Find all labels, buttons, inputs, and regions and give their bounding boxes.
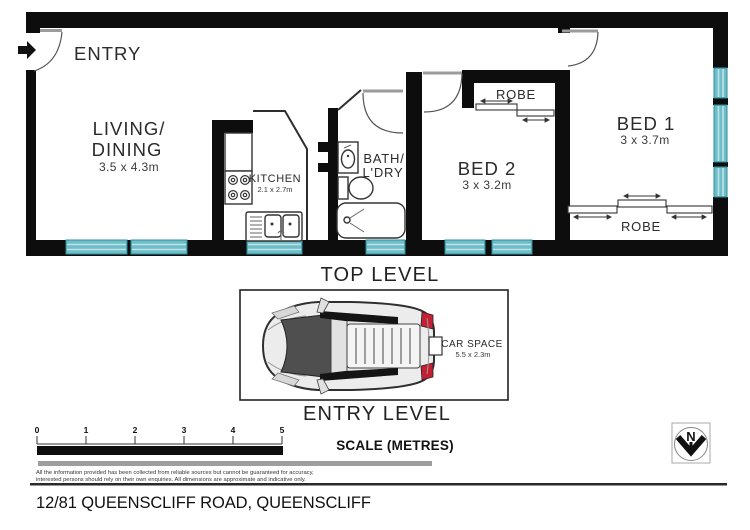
license-plate xyxy=(428,336,443,356)
north-arrow-chevron-icon xyxy=(675,435,707,457)
north-letter: N xyxy=(686,429,695,444)
walls xyxy=(26,12,728,256)
vanity-basin xyxy=(337,141,359,174)
bath-door xyxy=(362,89,404,134)
bath-label-line1: BATH/ xyxy=(363,151,404,166)
window-bottom-5 xyxy=(444,239,486,255)
bed2-robe-sliders xyxy=(475,98,555,123)
living-dims: 3.5 x 4.3m xyxy=(99,160,159,174)
window-right-2 xyxy=(713,104,728,163)
address: 12/81 QUEENSCLIFF ROAD, QUEENSCLIFF xyxy=(36,494,371,512)
windows xyxy=(65,67,728,255)
car-roof xyxy=(330,315,348,377)
disclaimer-line2: interested persons should rely on their … xyxy=(36,477,306,483)
car-top-view xyxy=(261,297,443,395)
window-bottom-2 xyxy=(130,239,188,255)
entry-level-label: ENTRY LEVEL xyxy=(303,403,451,425)
window-right-3 xyxy=(713,166,728,198)
bed1-robe-sliders xyxy=(567,193,713,220)
bed2-label: BED 2 xyxy=(458,158,516,179)
bath-label-line2: L'DRY xyxy=(363,165,404,180)
scale-tick-4: 4 xyxy=(231,425,236,435)
headlight-left xyxy=(271,305,300,320)
mirror-top xyxy=(316,297,330,314)
side-intake-top xyxy=(320,311,398,324)
headlight-right xyxy=(271,372,300,387)
north-compass: N xyxy=(671,422,711,464)
bed2-dims: 3 x 3.2m xyxy=(462,178,511,192)
kitchen-boundary xyxy=(253,89,362,240)
entry-arrow-icon xyxy=(18,41,36,59)
scale-tick-3: 3 xyxy=(182,425,187,435)
disclaimer-line1: All the information provided has been co… xyxy=(36,470,314,476)
kitchen-label: KITCHEN xyxy=(249,173,301,185)
bath-fixtures xyxy=(336,141,406,239)
scale-units-label: SCALE (METRES) xyxy=(336,438,454,453)
compass-circle xyxy=(674,427,708,461)
scale-tick-5: 5 xyxy=(280,425,285,435)
toilet xyxy=(337,176,374,200)
top-level-plan: ENTRY LIVING/ DINING 3.5 x 4.3m KITCHEN … xyxy=(18,12,728,286)
car-space-label: CAR SPACE xyxy=(441,339,503,350)
window-bottom-3 xyxy=(246,239,303,255)
doors xyxy=(33,29,599,134)
car-windshield xyxy=(280,313,334,379)
fridge xyxy=(224,132,253,172)
footer-gray-bar xyxy=(38,461,432,466)
bed2-door xyxy=(423,71,463,113)
window-bottom-1 xyxy=(65,239,128,255)
living-label-line1: LIVING/ xyxy=(93,118,166,139)
window-bottom-6 xyxy=(491,239,533,255)
side-intake-bottom xyxy=(320,368,398,381)
bed1-label: BED 1 xyxy=(617,113,675,134)
engine-slats xyxy=(355,328,411,364)
bed1-dims: 3 x 3.7m xyxy=(620,133,669,147)
bath-chamfer-wall xyxy=(337,89,362,111)
car-space-dims: 5.5 x 2.3m xyxy=(455,350,490,359)
bathtub xyxy=(336,202,406,239)
bed1-door xyxy=(562,29,599,67)
bed1-robe-label: ROBE xyxy=(621,219,661,234)
footer-rule xyxy=(30,483,727,486)
scale-tick-0: 0 xyxy=(35,425,40,435)
double-sink xyxy=(245,211,303,242)
scale-bar: 0 1 2 3 4 5 SCALE (METRES) xyxy=(35,425,454,455)
window-right-1 xyxy=(713,67,728,99)
cooktop-burners xyxy=(228,175,251,201)
bed2-robe-label: ROBE xyxy=(496,87,536,102)
living-label-line2: DINING xyxy=(92,139,163,160)
window-bottom-4 xyxy=(365,239,406,255)
mirror-bottom xyxy=(316,378,330,395)
top-level-label: TOP LEVEL xyxy=(320,264,439,286)
scale-solid-bar xyxy=(37,446,283,455)
kitchen-fixtures xyxy=(224,132,303,242)
entry-level-plan: CAR SPACE 5.5 x 2.3m ENTRY LEVEL xyxy=(239,289,509,425)
entry-label: ENTRY xyxy=(74,43,141,64)
scale-tick-1: 1 xyxy=(84,425,89,435)
footer: All the information provided has been co… xyxy=(30,461,727,512)
kitchen-dims: 2.1 x 2.7m xyxy=(257,185,292,194)
entry-door xyxy=(33,29,63,72)
scale-tick-2: 2 xyxy=(133,425,138,435)
scale-ticks xyxy=(36,436,283,445)
